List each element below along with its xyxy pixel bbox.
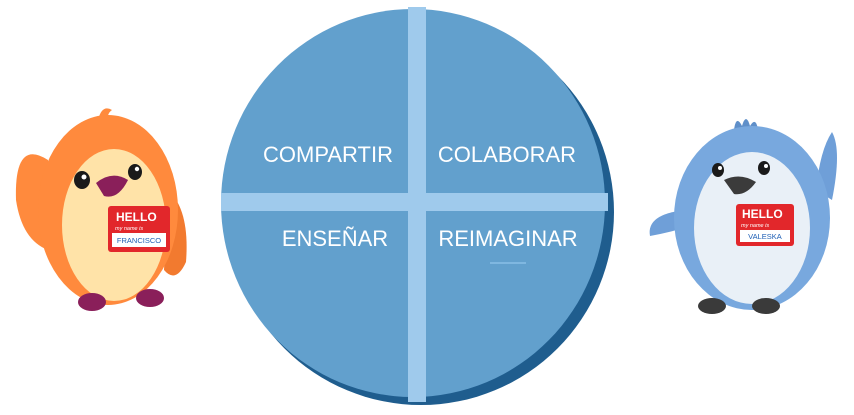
penguin-foot-left [78, 293, 106, 311]
penguin-eye-right [128, 164, 142, 180]
tag-name-text: VALESKA [748, 232, 782, 241]
name-tag-valeska: HELLO my name is VALESKA [736, 204, 794, 246]
penguin-eye-left [712, 163, 724, 177]
penguin-foot-left [698, 298, 726, 314]
eye-shine [718, 166, 722, 170]
quadrant-label-colaborar: COLABORAR [438, 142, 576, 167]
quadrant-diagram: COMPARTIR COLABORAR ENSEÑAR REIMAGINAR [221, 7, 614, 405]
tag-subtitle-text: my name is [741, 223, 769, 229]
tag-subtitle-text: my name is [115, 226, 143, 232]
orange-penguin-mascot: HELLO my name is FRANCISCO [15, 108, 187, 311]
tag-hello-text: HELLO [116, 210, 157, 224]
quadrant-accent-mark [490, 262, 526, 264]
tag-name-text: FRANCISCO [117, 236, 161, 245]
penguin-foot-right [752, 298, 780, 314]
eye-shine [764, 164, 768, 168]
eye-shine [134, 166, 140, 172]
eye-shine [81, 174, 87, 180]
penguin-eye-left [74, 171, 90, 189]
blue-penguin-mascot: HELLO my name is VALESKA [649, 119, 837, 314]
penguin-eye-right [758, 161, 770, 175]
quadrant-label-compartir: COMPARTIR [263, 142, 393, 167]
horizontal-divider [221, 193, 608, 211]
penguin-foot-right [136, 289, 164, 307]
penguin-beak [96, 175, 128, 197]
tag-name-area [740, 230, 790, 242]
quadrant-label-reimaginar: REIMAGINAR [438, 226, 577, 251]
tag-hello-text: HELLO [742, 207, 783, 221]
quadrant-label-ensenar: ENSEÑAR [282, 226, 388, 251]
penguin-beak [724, 176, 756, 195]
name-tag-francisco: HELLO my name is FRANCISCO [108, 206, 170, 252]
tag-name-area [112, 233, 166, 247]
